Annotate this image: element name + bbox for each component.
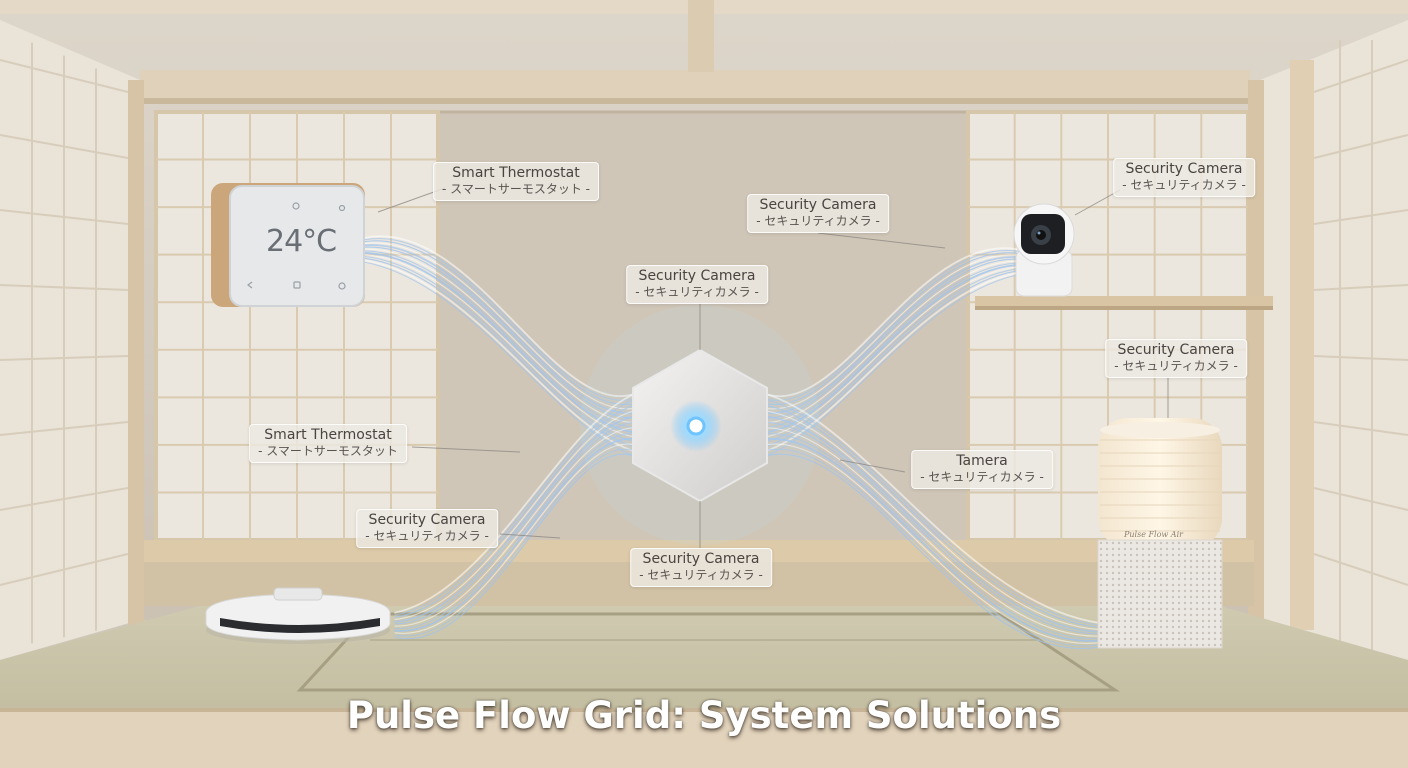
label-tamera: Tamera - セキュリティカメラ - [911, 450, 1053, 489]
label-title: Security Camera [638, 268, 756, 284]
label-title: Security Camera [368, 512, 486, 528]
label-subtitle: - セキュリティカメラ - [1114, 359, 1238, 373]
robot-vacuum-device [205, 587, 391, 644]
label-title: Security Camera [1117, 342, 1235, 358]
label-subtitle: - セキュリティカメラ - [635, 285, 759, 299]
label-subtitle: - セキュリティカメラ - [756, 214, 880, 228]
thermostat-temperature: 24°C [266, 224, 337, 259]
label-title: Security Camera [642, 551, 760, 567]
security-camera-device [1013, 203, 1075, 297]
label-title: Smart Thermostat [452, 165, 580, 181]
label-security-camera-shelf: Security Camera - セキュリティカメラ - [1113, 158, 1255, 197]
label-security-camera-upper-center: Security Camera - セキュリティカメラ - [747, 194, 889, 233]
label-subtitle: - セキュリティカメラ - [365, 529, 489, 543]
label-title: Smart Thermostat [264, 427, 392, 443]
label-title: Tamera [956, 453, 1008, 469]
label-smart-thermostat-left: Smart Thermostat - スマートサーモスタット [249, 424, 407, 463]
label-subtitle: - スマートサーモスタット [258, 444, 398, 458]
label-title: Security Camera [1125, 161, 1243, 177]
label-subtitle: - スマートサーモスタット - [442, 182, 590, 196]
purifier-brand-text: Pulse Flow Air [1124, 530, 1183, 539]
pulse-hub-device [580, 305, 820, 545]
label-subtitle: - セキュリティカメラ - [920, 470, 1044, 484]
ceiling-beam [140, 70, 1250, 100]
label-title: Security Camera [759, 197, 877, 213]
label-subtitle: - セキュリティカメラ - [1122, 178, 1246, 192]
label-subtitle: - セキュリティカメラ - [639, 568, 763, 582]
smart-thermostat-device [211, 183, 365, 307]
air-purifier-device [1097, 418, 1223, 649]
label-security-camera-bottom: Security Camera - セキュリティカメラ - [630, 548, 772, 587]
label-security-camera-purifier: Security Camera - セキュリティカメラ - [1105, 339, 1247, 378]
label-security-camera-hub: Security Camera - セキュリティカメラ - [626, 265, 768, 304]
page-title: Pulse Flow Grid: System Solutions [346, 694, 1062, 737]
label-smart-thermostat-top: Smart Thermostat - スマートサーモスタット - [433, 162, 599, 201]
label-security-camera-vacuum: Security Camera - セキュリティカメラ - [356, 509, 498, 548]
